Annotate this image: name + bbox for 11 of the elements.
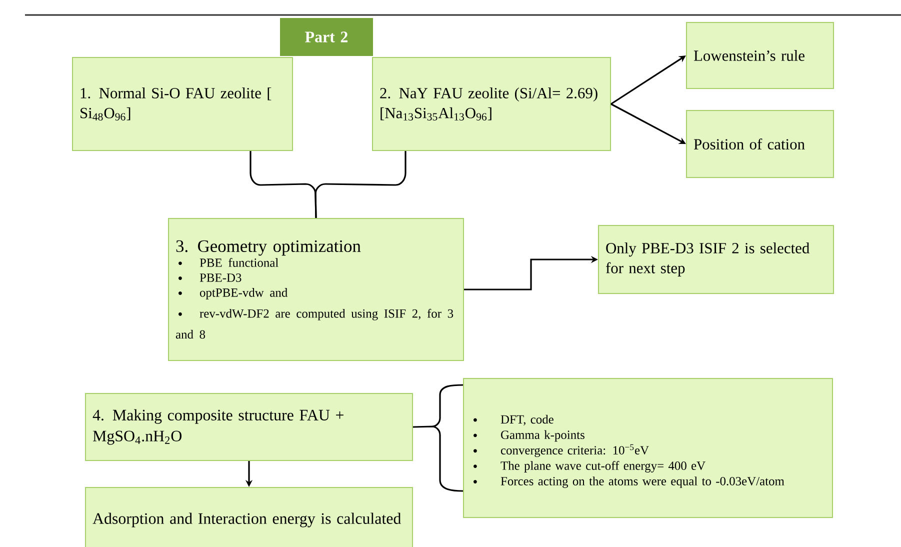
- process-box: 1. Normal Si-O FAU zeolite [ Si$_{48}$O$_{96}$]: [72, 57, 293, 151]
- parameter-box: DFT, code Gamma k-points convergence criteria: 10$^{−5}$eV The plane wave cut-off energy= 400 eV Forces acting on the atoms were equal to -0.03eV/atom: [463, 378, 833, 518]
- process-box: 4. Making composite structure FAU + MgSO$_{4}$.nH$_{2}$O: [85, 393, 413, 461]
- section-tab: Part 2: [280, 18, 373, 56]
- process-box: 2. NaY FAU zeolite (Si/Al= 2.69) [Na$_{13}$Si$_{35}$Al$_{13}$O$_{96}$]: [372, 57, 611, 151]
- connector: [314, 151, 406, 218]
- process-box: 3. Geometry optimization PBE functional PBE-D3 optPBE-vdw and rev-vdW-DF2 are computed using ISIF 2, for 3 and 8: [168, 218, 464, 361]
- process-box: Adsorption and Interaction energy is calculated: [85, 487, 413, 547]
- process-box: Only PBE-D3 ISIF 2 is selected for next step: [598, 225, 834, 294]
- process-box: Lowenstein’s rule: [686, 22, 834, 89]
- process-box: Position of cation: [686, 110, 834, 178]
